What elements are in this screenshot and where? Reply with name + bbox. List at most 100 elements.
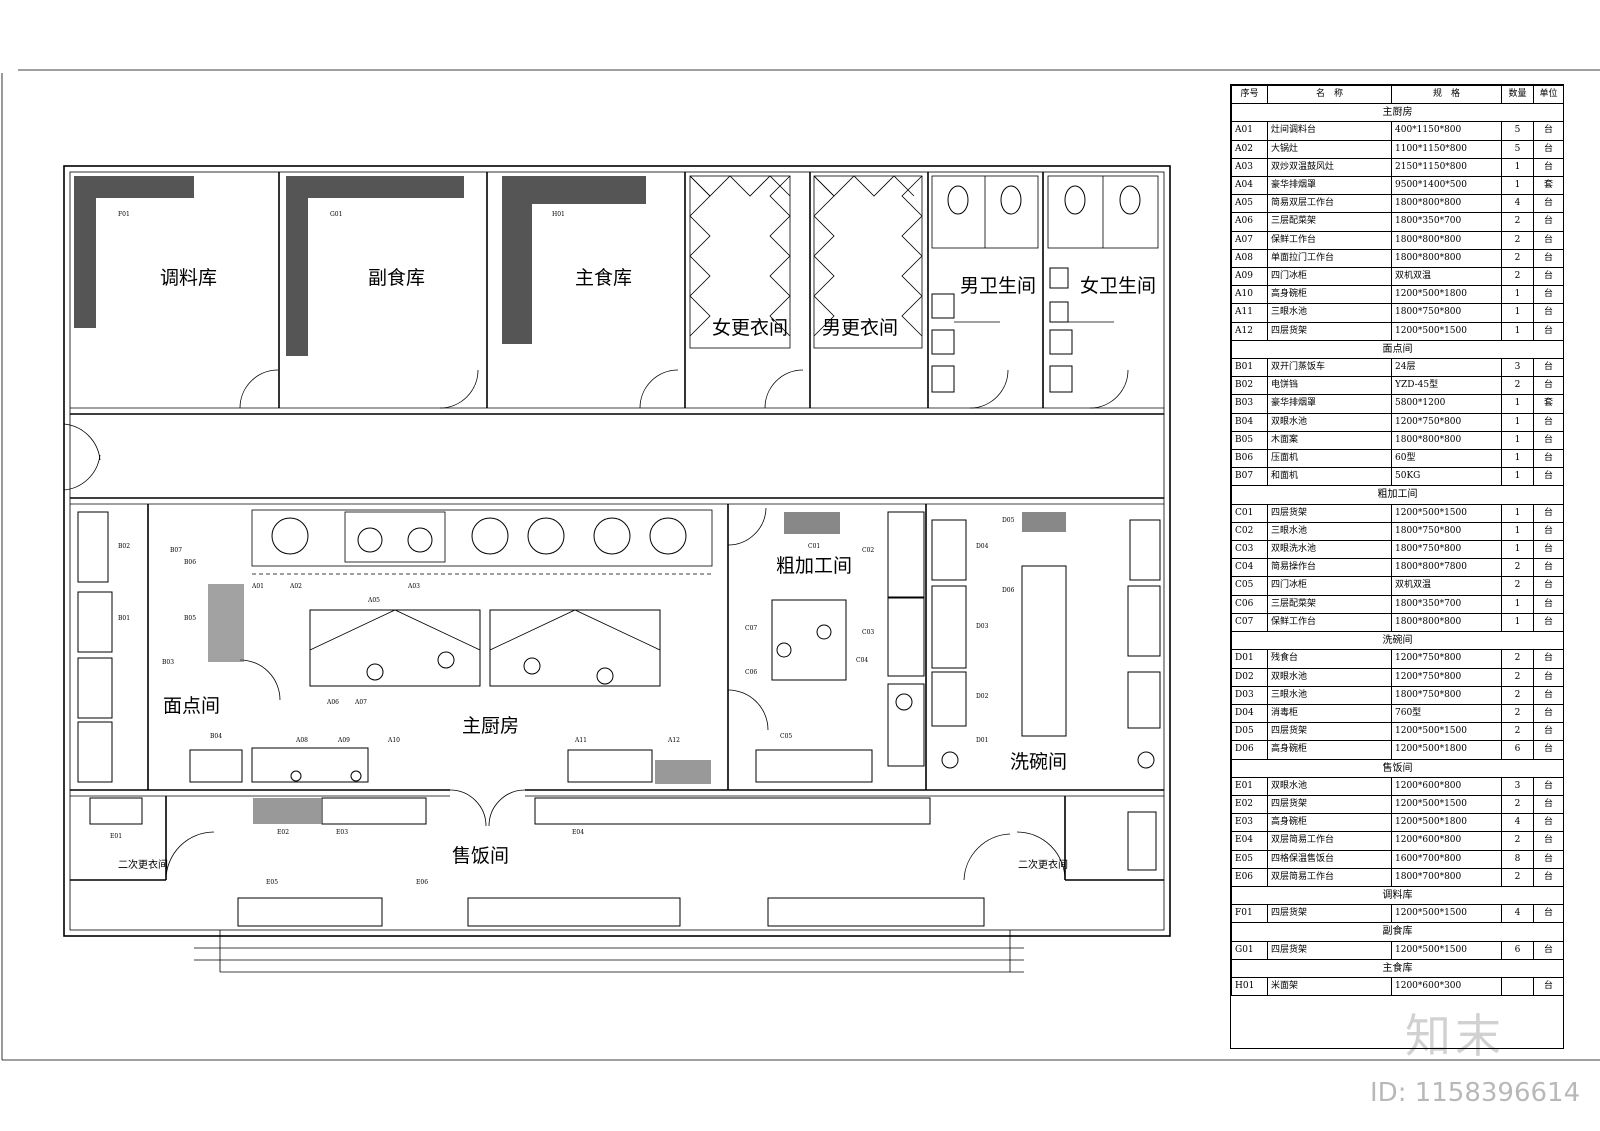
- cell-unit: 台: [1533, 230, 1564, 250]
- tag-h01: H01: [552, 211, 565, 218]
- tag-a08: A08: [295, 737, 308, 744]
- cell-no: A03: [1231, 157, 1268, 178]
- cell-no: A08: [1231, 248, 1268, 269]
- cell-spec: 1800*800*7800: [1391, 558, 1502, 578]
- tag-a05: A05: [367, 597, 380, 604]
- cell-spec: 1800*350*700: [1391, 594, 1502, 614]
- cell-spec: 1800*700*800: [1391, 867, 1502, 887]
- cell-qty: 2: [1501, 230, 1534, 250]
- cell-no: D03: [1231, 685, 1268, 705]
- cell-qty: 1: [1501, 412, 1534, 432]
- schedule-section-title: 粗加工间: [1231, 485, 1564, 505]
- cell-unit: 台: [1533, 667, 1564, 687]
- cell-qty: 6: [1501, 740, 1534, 760]
- cell-unit: 台: [1533, 831, 1564, 851]
- tag-c03: C03: [862, 629, 874, 636]
- toilet-fixtures: [931, 175, 1159, 393]
- cell-unit: 台: [1533, 521, 1564, 542]
- schedule-section-title: 调料库: [1231, 885, 1564, 906]
- tag-a02: A02: [289, 583, 302, 590]
- tag-b03: B03: [162, 659, 174, 666]
- cell-no: E05: [1231, 849, 1268, 869]
- cell-name: 单面拉门工作台: [1267, 248, 1392, 269]
- cell-no: C07: [1231, 612, 1268, 633]
- cell-spec: 1200*500*1500: [1391, 503, 1502, 523]
- cell-unit: 台: [1533, 503, 1564, 523]
- room-label-female-locker: 女更衣间: [712, 317, 788, 339]
- cell-spec: 1800*750*800: [1391, 540, 1502, 560]
- room-label-male-wc: 男卫生间: [960, 275, 1036, 297]
- cell-qty: 8: [1501, 849, 1534, 869]
- cell-spec: 双机双温: [1391, 576, 1502, 596]
- cell-no: G01: [1231, 940, 1268, 960]
- cell-name: 三层配菜架: [1267, 212, 1392, 232]
- cell-no: D02: [1231, 667, 1268, 687]
- cell-name: 高身碗柜: [1267, 813, 1392, 833]
- cell-qty: 5: [1501, 139, 1534, 159]
- cell-no: A06: [1231, 212, 1268, 232]
- cell-name: 高身碗柜: [1267, 740, 1392, 760]
- cell-unit: 台: [1533, 248, 1564, 269]
- cell-spec: 1200*500*1500: [1391, 904, 1502, 924]
- cell-qty: 3: [1501, 776, 1534, 796]
- tag-c06: C06: [745, 669, 757, 676]
- cell-unit: 台: [1533, 358, 1564, 378]
- tag-d03: D03: [976, 623, 989, 630]
- schedule-section-title: 面点间: [1231, 339, 1564, 360]
- cell-no: E04: [1231, 831, 1268, 851]
- cell-unit: 台: [1533, 867, 1564, 887]
- cell-qty: 2: [1501, 376, 1534, 396]
- cell-unit: 台: [1533, 976, 1564, 997]
- tag-c02: C02: [862, 547, 874, 554]
- cell-no: A12: [1231, 321, 1268, 341]
- cell-no: A01: [1231, 121, 1268, 141]
- tag-b05: B05: [184, 615, 196, 622]
- cell-name: 豪华排烟罩: [1267, 176, 1392, 196]
- watermark-id: ID: 1158396614: [1370, 1078, 1581, 1108]
- cell-unit: 台: [1533, 285, 1564, 305]
- cell-name: 大锅灶: [1267, 139, 1392, 159]
- cell-spec: 1600*700*800: [1391, 849, 1502, 869]
- cell-unit: 套: [1533, 176, 1564, 196]
- cell-spec: 1200*600*300: [1391, 976, 1502, 997]
- cell-qty: 2: [1501, 685, 1534, 705]
- tag-a10: A10: [387, 737, 400, 744]
- schedule-section-title: 副食库: [1231, 922, 1564, 942]
- cell-qty: 1: [1501, 540, 1534, 560]
- schedule-section-row: 售饭间: [1231, 758, 1564, 778]
- cell-name: 三眼水池: [1267, 685, 1392, 705]
- tag-d04: D04: [976, 543, 989, 550]
- cell-unit: 台: [1533, 813, 1564, 833]
- cell-name: 四门冰柜: [1267, 576, 1392, 596]
- cell-spec: 24层: [1391, 358, 1502, 378]
- cell-no: D01: [1231, 649, 1268, 669]
- cell-unit: 台: [1533, 157, 1564, 178]
- room-label-seasoning-store: 调料库: [160, 267, 217, 289]
- cell-spec: 1200*500*1800: [1391, 740, 1502, 760]
- cell-name: 双眼洗水池: [1267, 540, 1392, 560]
- tag-f01: F01: [118, 211, 130, 218]
- tag-d01: D01: [976, 737, 988, 744]
- room-label-second-locker-right: 二次更衣间: [1018, 858, 1068, 871]
- tag-e06: E06: [416, 879, 428, 886]
- cell-qty: 2: [1501, 667, 1534, 687]
- cell-unit: 台: [1533, 449, 1564, 469]
- cell-name: 三层配菜架: [1267, 594, 1392, 614]
- cell-no: D05: [1231, 722, 1268, 742]
